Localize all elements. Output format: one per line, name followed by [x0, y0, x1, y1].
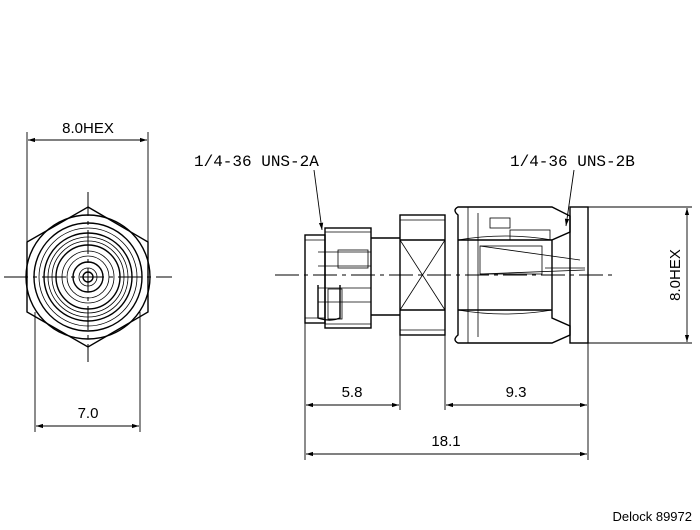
female-nut: [454, 206, 589, 344]
thread-left-leader: [313, 169, 324, 231]
body-diameter-label: 7.0: [78, 405, 99, 422]
left-length-label: 5.8: [342, 384, 363, 401]
male-threaded-end: [304, 227, 400, 329]
thread-right-leader: [564, 169, 575, 227]
right-length-label: 9.3: [506, 384, 527, 401]
side-view: 1/4-36 UNS-2A 1/4-36 UNS-2B 8.0HEX 5.8 9…: [194, 153, 692, 460]
thread-right-label: 1/4-36 UNS-2B: [510, 153, 635, 171]
end-view: 8.0HEX 7.0: [4, 120, 172, 432]
hex-width-label: 8.0HEX: [62, 120, 114, 137]
middle-hex-section: [399, 214, 446, 336]
total-length-label: 18.1: [431, 433, 460, 450]
thread-left-label: 1/4-36 UNS-2A: [194, 153, 319, 171]
hex-height-label: 8.0HEX: [667, 249, 684, 301]
watermark-text: Delock 89972: [613, 509, 693, 524]
